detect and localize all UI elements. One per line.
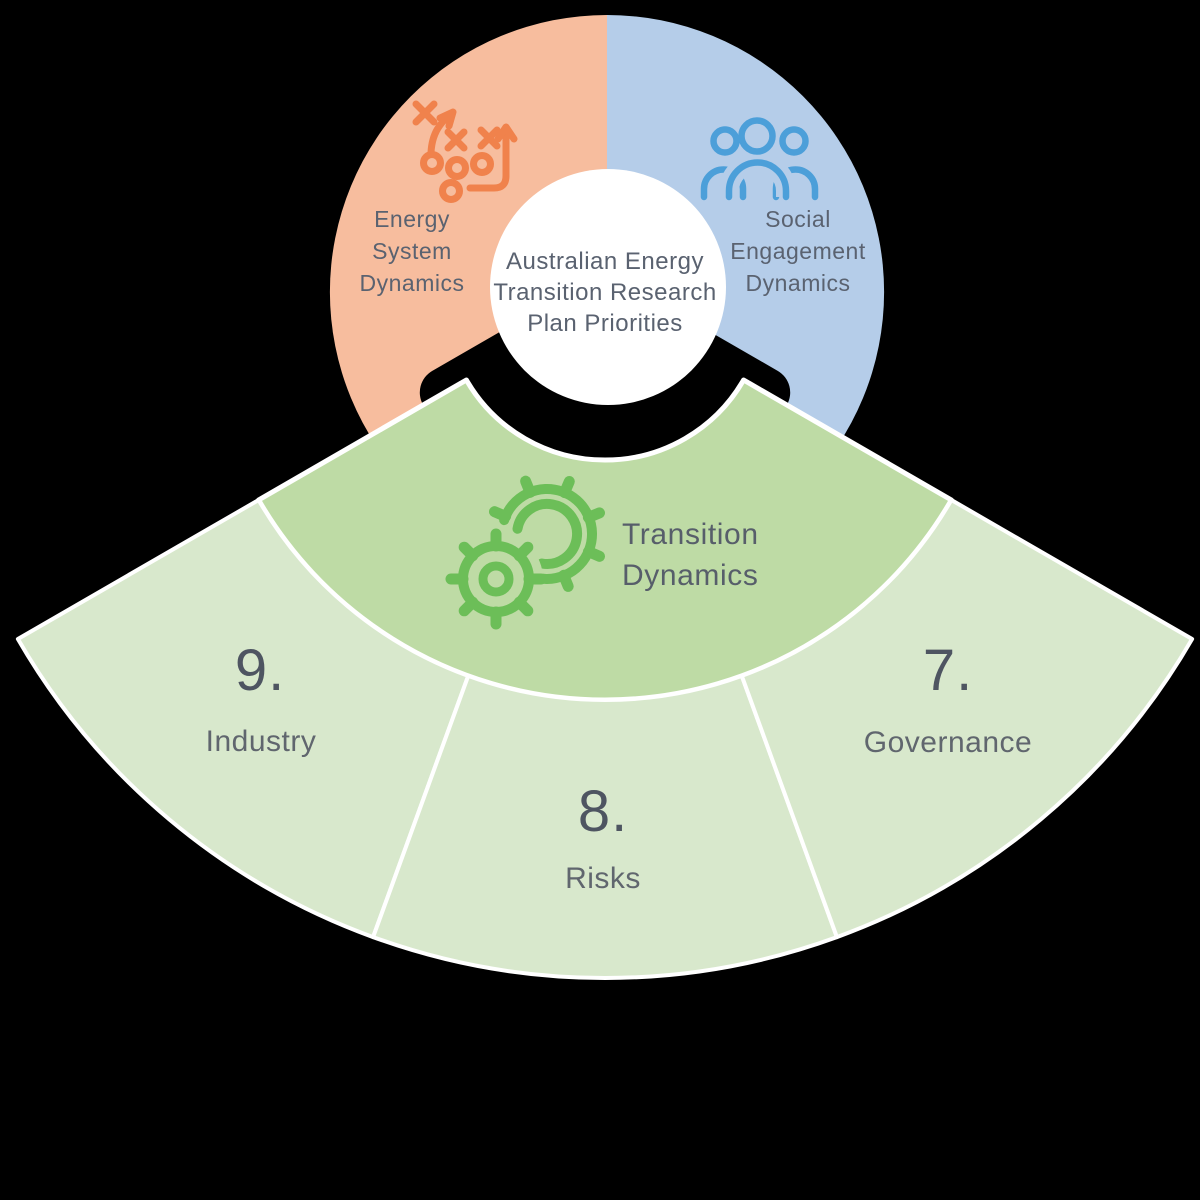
social-engagement-dynamics-label: Social Engagement Dynamics xyxy=(698,203,898,299)
energy-system-dynamics-label: Energy System Dynamics xyxy=(312,203,512,299)
label-line: Dynamics xyxy=(622,559,759,592)
label-line: Dynamics xyxy=(745,270,851,296)
sector-label-governance: Governance xyxy=(863,726,1033,759)
hub-circle xyxy=(490,169,726,405)
sector-governance xyxy=(739,498,1195,940)
gears-icon xyxy=(445,475,605,630)
sector-number-governance: 7. xyxy=(922,638,974,703)
sector-number-industry: 9. xyxy=(234,638,286,703)
label-line: System xyxy=(372,238,452,264)
sector-label-industry: Industry xyxy=(205,725,317,758)
transition-dynamics-label: Transition Dynamics xyxy=(622,514,759,596)
diagram-title-line: Transition Research xyxy=(493,279,717,306)
label-line: Dynamics xyxy=(359,270,465,296)
sector-industry xyxy=(15,498,471,940)
sector-risks xyxy=(371,673,839,980)
label-line: Transition xyxy=(622,518,759,551)
diagram-title-line: Australian Energy xyxy=(506,248,704,275)
diagram-title-line: Plan Priorities xyxy=(527,310,683,337)
diagram-title: Australian Energy Transition Research Pl… xyxy=(445,246,765,339)
sector-number-risks: 8. xyxy=(577,779,629,844)
label-line: Engagement xyxy=(730,238,866,264)
label-line: Social xyxy=(765,206,831,232)
sector-label-risks: Risks xyxy=(565,862,641,895)
strategy-icon xyxy=(412,100,518,203)
label-line: Energy xyxy=(374,206,450,232)
people-icon xyxy=(700,117,819,201)
